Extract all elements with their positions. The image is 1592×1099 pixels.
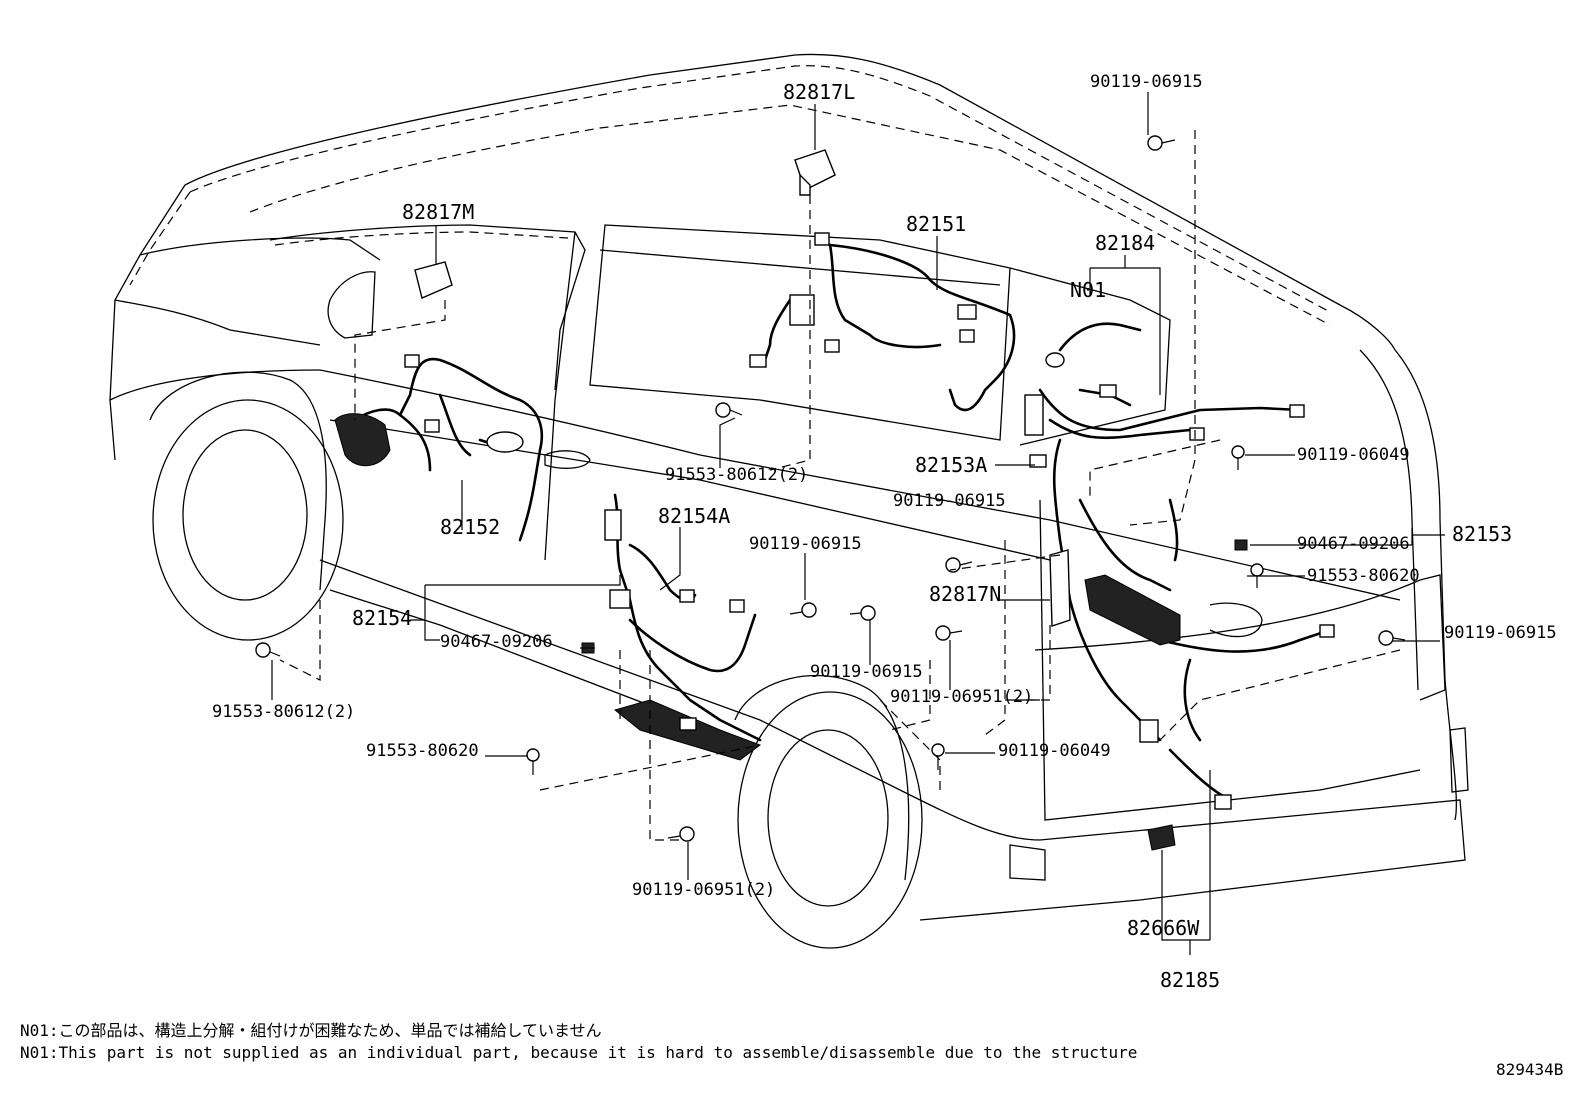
label-90119-06049-right: 90119-06049 (1297, 445, 1410, 465)
label-82153: 82153 (1452, 522, 1512, 546)
label-90119-06915-c: 90119-06915 (810, 662, 923, 682)
harness-82154 (604, 493, 762, 761)
label-90119-06915-top: 90119-06915 (1090, 72, 1203, 92)
label-91553-80620-left: 91553-80620 (366, 741, 479, 761)
harness-82184 (1024, 322, 1305, 441)
label-82151: 82151 (906, 212, 966, 236)
note-english: N01:This part is not supplied as an indi… (20, 1043, 1138, 1062)
label-N01: N01 (1070, 278, 1106, 302)
label-91553-80612-low: 91553-80612(2) (212, 702, 355, 722)
label-82153A: 82153A (915, 453, 987, 477)
leader-lines (271, 92, 1445, 955)
harness-82152 (334, 354, 544, 542)
clip-82817M (414, 261, 453, 299)
label-82185: 82185 (1160, 968, 1220, 992)
label-82817M: 82817M (402, 200, 474, 224)
label-82152: 82152 (440, 515, 500, 539)
label-90119-06049-mid: 90119-06049 (998, 741, 1111, 761)
label-90119-06951-low: 90119-06951(2) (632, 880, 775, 900)
label-82184: 82184 (1095, 231, 1155, 255)
note-japanese: N01:この部品は、構造上分解・組付けが困難なため、単品では補給していません (20, 1021, 602, 1040)
label-82666W: 82666W (1127, 916, 1200, 940)
part-labels: 82817L 82817M 82151 82184 N01 90119-0691… (212, 72, 1557, 992)
clip-82817N (1049, 549, 1071, 627)
install-guides (279, 130, 1401, 841)
label-82817L: 82817L (783, 80, 855, 104)
label-91553-80612-mid: 91553-80612(2) (665, 465, 808, 485)
label-82817N: 82817N (929, 582, 1001, 606)
part-82666W (1147, 824, 1176, 851)
fasteners (255, 135, 1406, 842)
label-82154A: 82154A (658, 504, 730, 528)
harness-82151 (749, 232, 1016, 412)
label-91553-80620-right: 91553-80620 (1307, 566, 1420, 586)
vehicle-body (109, 53, 1469, 949)
label-90467-09206-right: 90467-09206 (1297, 534, 1410, 554)
harness-82153 (1029, 438, 1335, 810)
label-90119-06951-mid: 90119-06951(2) (890, 687, 1033, 707)
label-90119-06915-right: 90119-06915 (1444, 623, 1557, 643)
figure-code: 829434B (1496, 1060, 1564, 1079)
label-90119-06915-a: 90119-06915 (893, 491, 1006, 511)
label-90119-06915-b: 90119-06915 (749, 534, 862, 554)
clip-82817L (794, 149, 836, 196)
label-82154: 82154 (352, 606, 412, 630)
label-90467-09206-left: 90467-09206 (440, 632, 553, 652)
